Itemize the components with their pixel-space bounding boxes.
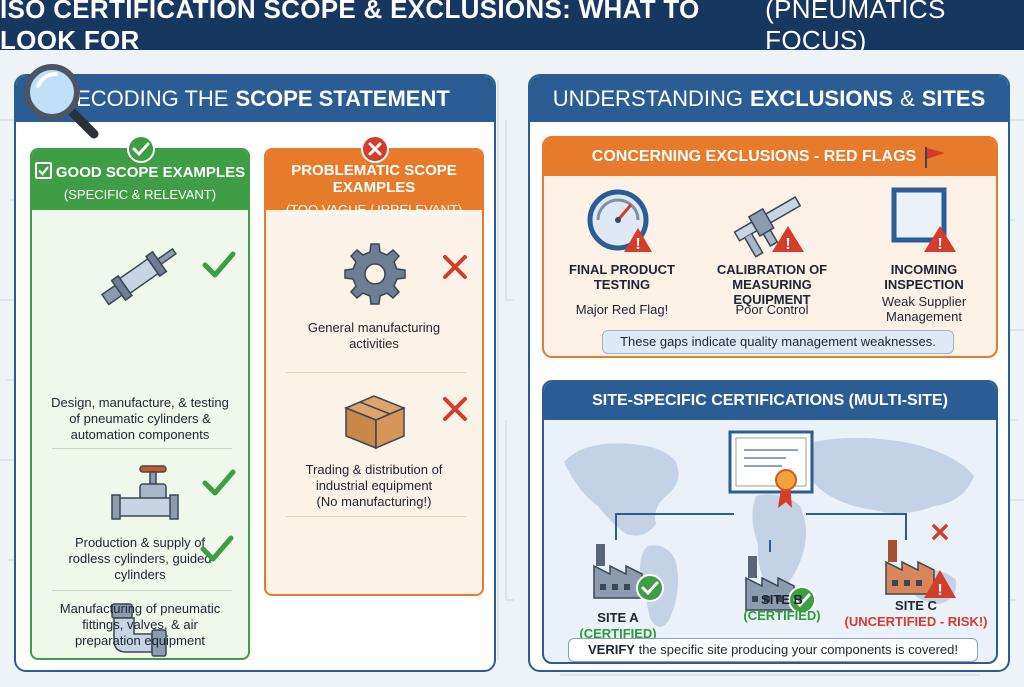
svg-text:!: ! (635, 236, 640, 253)
good-scope-column: GOOD SCOPE EXAMPLES (SPECIFIC & RELEVANT… (30, 148, 250, 660)
sites-header: SITE-SPECIFIC CERTIFICATIONS (MULTI-SITE… (544, 382, 996, 420)
site-c-name: SITE C (895, 598, 937, 613)
valve-icon (111, 465, 179, 520)
exclusions-panel: UNDERSTANDING EXCLUSIONS & SITES CONCERN… (528, 74, 1010, 672)
red-flags-title: CONCERNING EXCLUSIONS - RED FLAGS (591, 148, 917, 165)
magnifier-icon (24, 64, 99, 139)
approved-badge-icon (127, 135, 155, 163)
cross-mark-icon (443, 255, 467, 279)
gear-icon (344, 243, 406, 305)
exclusion-final-testing-label: FINAL PRODUCT TESTING (569, 262, 675, 292)
divider (52, 448, 232, 449)
red-flags-header: CONCERNING EXCLUSIONS - RED FLAGS (544, 138, 996, 176)
inspection-frame-icon: ! (891, 187, 956, 253)
site-c-status: (UNCERTIFIED - RISK!) (844, 614, 988, 629)
exclusions-heading-bold-2: SITES (921, 86, 986, 111)
factory-a-icon (593, 544, 664, 602)
page-subtitle: (PNEUMATICS FOCUS) (765, 0, 946, 55)
problematic-scope-item-1: General manufacturing activities (307, 320, 441, 351)
exclusion-calibration-desc: Poor Control (735, 302, 809, 317)
exclusions-panel-heading: UNDERSTANDING EXCLUSIONS & SITES (530, 76, 1008, 122)
divider (286, 372, 466, 373)
scope-panel: DECODING THE SCOPE STATEMENT GOOD SCOPE … (14, 74, 496, 672)
verify-note: VERIFY the specific site producing your … (568, 638, 978, 662)
problematic-scope-column: PROBLEMATIC SCOPE EXAMPLES (TOO VAGUE / … (264, 148, 484, 596)
factory-b-icon (745, 556, 816, 614)
good-scope-title: GOOD SCOPE EXAMPLES (55, 164, 246, 181)
site-a-status: (CERTIFIED) (579, 626, 657, 641)
red-flags-panel: CONCERNING EXCLUSIONS - RED FLAGS ! FINA… (542, 136, 998, 358)
pneumatic-cylinder-icon (100, 247, 177, 306)
divider (286, 516, 466, 517)
exclusion-calibration-label: CALIBRATION OF MEASURING EQUIPMENT (716, 262, 828, 307)
sites-panel: SITE-SPECIFIC CERTIFICATIONS (MULTI-SITE… (542, 380, 998, 664)
gauge-icon: ! (587, 189, 652, 253)
page-title: ISO CERTIFICATION SCOPE & EXCLUSIONS: WH… (0, 0, 700, 55)
caliper-icon: ! (733, 196, 804, 258)
fitting-icon (111, 603, 167, 657)
cross-mark-icon (443, 397, 467, 421)
exclusion-incoming-inspection-label: INCOMING INSPECTION (884, 262, 964, 292)
scope-heading-light: DECODING THE (60, 86, 229, 111)
site-b-name: SITE B (761, 592, 803, 607)
page-title-bar: ISO CERTIFICATION SCOPE & EXCLUSIONS: WH… (0, 0, 1024, 55)
certificate-icon (728, 430, 814, 508)
verify-note-bold: VERIFY (588, 642, 635, 657)
exclusions-heading-light: UNDERSTANDING (552, 86, 743, 111)
rejected-badge-icon (361, 135, 389, 163)
good-scope-item-1: Design, manufacture, & testing of pneuma… (51, 395, 229, 442)
check-box-icon (34, 162, 52, 179)
exclusions-heading-bold: EXCLUSIONS (749, 86, 894, 111)
site-a-name: SITE A (597, 610, 639, 625)
problematic-scope-subtitle: (TOO VAGUE / IRRELEVANT) (285, 202, 463, 217)
site-connector-lines (615, 513, 907, 552)
check-mark-icon (202, 469, 236, 496)
good-scope-item-3: Manufacturing of pneumatic fittings, val… (59, 601, 221, 648)
divider (52, 590, 232, 591)
box-icon (344, 395, 406, 450)
sites-title: SITE-SPECIFIC CERTIFICATIONS (MULTI-SITE… (592, 392, 948, 409)
svg-text:!: ! (785, 236, 790, 253)
verify-note-text: the specific site producing your compone… (638, 642, 958, 657)
exclusions-heading-amp: & (900, 86, 915, 111)
site-b-status: (CERTIFIED) (743, 608, 821, 623)
scope-heading-bold: SCOPE STATEMENT (235, 86, 450, 111)
factory-c-icon: ! (885, 524, 956, 599)
scope-panel-heading: DECODING THE SCOPE STATEMENT (16, 76, 494, 122)
problematic-scope-item-2: Trading & distribution of industrial equ… (305, 462, 443, 509)
check-mark-icon (202, 251, 236, 278)
red-flag-icon (925, 147, 946, 168)
good-scope-item-2: Production & supply of rodless cylinders… (68, 535, 212, 582)
exclusion-incoming-inspection-desc: Weak Supplier Management (881, 294, 967, 324)
exclusions-note: These gaps indicate quality management w… (602, 330, 954, 354)
svg-text:!: ! (937, 582, 942, 599)
check-mark-icon (200, 535, 234, 562)
svg-text:!: ! (937, 236, 942, 253)
good-scope-subtitle: (SPECIFIC & RELEVANT) (63, 187, 217, 202)
exclusion-final-testing-desc: Major Red Flag! (575, 302, 669, 317)
problematic-scope-title: PROBLEMATIC SCOPE EXAMPLES (291, 162, 457, 196)
